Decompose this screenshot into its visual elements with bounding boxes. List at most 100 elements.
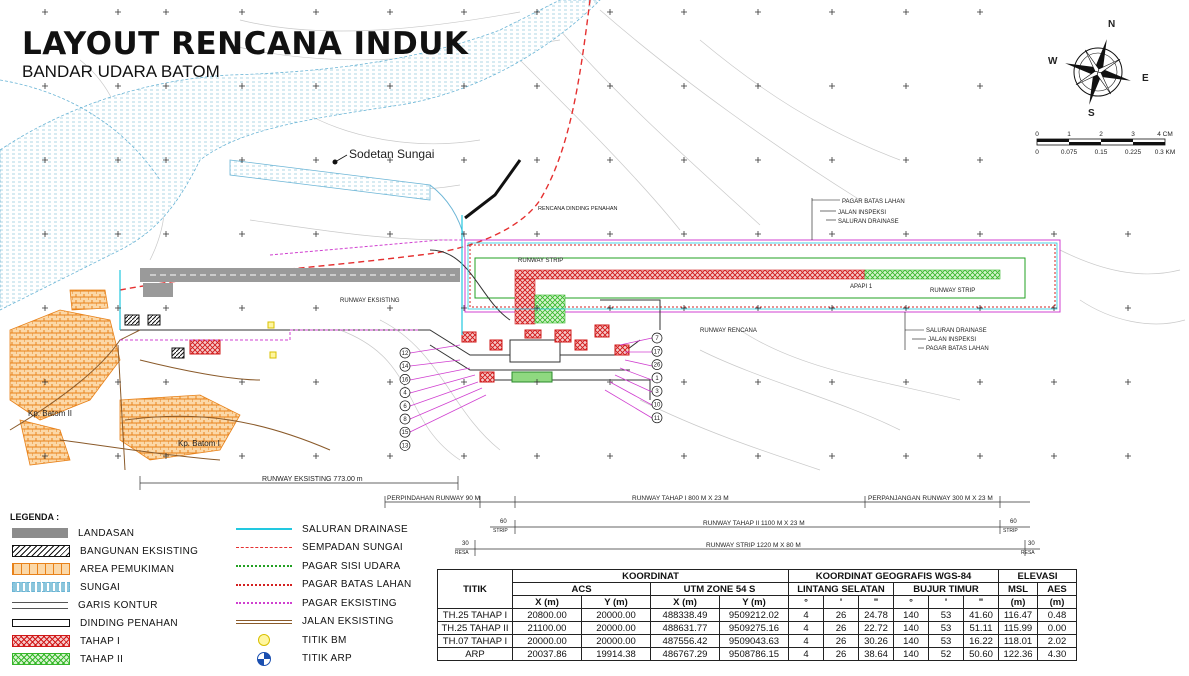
grid-cross bbox=[755, 379, 761, 385]
table-cell: 115.99 bbox=[998, 621, 1038, 635]
runway-stage-2 bbox=[864, 269, 1001, 280]
unit-cell: X (m) bbox=[650, 595, 720, 609]
table-cell: 30.26 bbox=[858, 634, 894, 648]
table-cell: 26 bbox=[823, 647, 859, 661]
grid-cross bbox=[115, 83, 121, 89]
grid-cross bbox=[829, 453, 835, 459]
legend-line-item: TITIK BM bbox=[236, 633, 347, 647]
callout-right-number: 17 bbox=[654, 349, 661, 355]
legend-item: BANGUNAN EKSISTING bbox=[12, 544, 198, 558]
grid-cross bbox=[977, 9, 983, 15]
callout-right-circle bbox=[651, 332, 663, 344]
scale-label: 0.3 KM bbox=[1155, 149, 1176, 156]
grid-cross bbox=[903, 305, 909, 311]
label-saluran-drainase-bot: SALURAN DRAINASE bbox=[926, 328, 987, 334]
grid-cross bbox=[115, 453, 121, 459]
th-aes: AES bbox=[1037, 582, 1077, 596]
th-bujur: BUJUR TIMUR bbox=[893, 582, 999, 596]
table-cell: 4 bbox=[788, 608, 824, 622]
dim-resa30-right-sub: RESA bbox=[1021, 550, 1035, 556]
callout-left-number: 6 bbox=[403, 404, 407, 410]
callout-right-circle bbox=[651, 385, 663, 397]
scale-bar bbox=[1036, 138, 1166, 146]
grid-cross bbox=[115, 379, 121, 385]
grid-cross bbox=[313, 9, 319, 15]
grid-cross bbox=[534, 305, 540, 311]
grid-cross bbox=[387, 379, 393, 385]
table-cell: 9509275.16 bbox=[719, 621, 789, 635]
legend-label: SUNGAI bbox=[80, 581, 121, 593]
table-cell: 26 bbox=[823, 621, 859, 635]
callout-left-number: 12 bbox=[402, 351, 409, 357]
dim-tahap2: RUNWAY TAHAP II 1100 M X 23 M bbox=[703, 520, 805, 527]
grid-cross bbox=[755, 9, 761, 15]
table-cell: 38.64 bbox=[858, 647, 894, 661]
grid-cross bbox=[313, 231, 319, 237]
grid-cross bbox=[461, 305, 467, 311]
table-cell: TH.25 TAHAP I bbox=[437, 608, 513, 622]
grid-cross bbox=[607, 305, 613, 311]
legend-label: TAHAP II bbox=[80, 653, 124, 665]
grid-cross bbox=[681, 379, 687, 385]
scale-label: 0.225 bbox=[1125, 149, 1142, 156]
grid-cross bbox=[42, 157, 48, 163]
legend-label: GARIS KONTUR bbox=[78, 599, 158, 611]
grid-cross bbox=[1125, 305, 1131, 311]
grid-cross bbox=[534, 157, 540, 163]
label-pagar-batas-bot: PAGAR BATAS LAHAN bbox=[926, 346, 989, 352]
table-cell: 50.60 bbox=[963, 647, 999, 661]
label-pagar-batas-top: PAGAR BATAS LAHAN bbox=[842, 199, 905, 205]
grid-cross bbox=[534, 231, 540, 237]
callout-right-number: 7 bbox=[655, 336, 659, 342]
table-cell: 4 bbox=[788, 621, 824, 635]
table-cell: 53 bbox=[928, 608, 964, 622]
runway-stage-1 bbox=[514, 269, 866, 280]
existing-buildings bbox=[124, 283, 277, 359]
dim-strip60-right: 60 bbox=[1010, 519, 1017, 525]
compass-e: E bbox=[1142, 73, 1149, 84]
legend-item: DINDING PENAHAN bbox=[12, 616, 178, 630]
grid-cross bbox=[977, 305, 983, 311]
unit-cell: ° bbox=[893, 595, 929, 609]
scale-label: 1 bbox=[1067, 131, 1071, 138]
grid-cross bbox=[239, 157, 245, 163]
table-cell: 20000.00 bbox=[581, 621, 651, 635]
grid-cross bbox=[681, 305, 687, 311]
retaining-wall bbox=[464, 159, 522, 220]
legend-item: TAHAP II bbox=[12, 652, 123, 666]
label-apron: APAPI 1 bbox=[850, 284, 873, 290]
table-cell: 20000.00 bbox=[581, 608, 651, 622]
th-titik: TITIK bbox=[437, 569, 513, 609]
legend-line-swatch bbox=[236, 565, 292, 567]
scale-label: 0 bbox=[1035, 149, 1039, 156]
callout-left-circle bbox=[399, 387, 411, 398]
dim-resa30-left-sub: RESA bbox=[455, 550, 469, 556]
grid-cross bbox=[829, 379, 835, 385]
grid-cross bbox=[313, 305, 319, 311]
scale-label: 0 bbox=[1035, 131, 1039, 138]
legend-label: BANGUNAN EKSISTING bbox=[80, 545, 199, 557]
grid-cross bbox=[1051, 305, 1057, 311]
grid-cross bbox=[115, 157, 121, 163]
grid-cross bbox=[163, 157, 169, 163]
grid-cross bbox=[163, 305, 169, 311]
legend-swatch bbox=[12, 528, 68, 538]
table-cell: 487556.42 bbox=[650, 634, 720, 648]
callout-right-circle bbox=[651, 412, 663, 424]
unit-cell: ' bbox=[928, 595, 964, 609]
grid-crosses bbox=[42, 9, 1131, 459]
callout-right-circle bbox=[651, 359, 663, 370]
grid-cross bbox=[387, 83, 393, 89]
callout-left-number: 8 bbox=[403, 417, 407, 423]
grid-cross bbox=[461, 231, 467, 237]
table-cell: 20000.00 bbox=[581, 634, 651, 648]
grid-cross bbox=[115, 305, 121, 311]
th-lintang: LINTANG SELATAN bbox=[788, 582, 894, 596]
table-cell: 0.00 bbox=[1037, 621, 1077, 635]
legend-item: SUNGAI bbox=[12, 580, 120, 594]
grid-cross bbox=[387, 453, 393, 459]
grid-cross bbox=[829, 305, 835, 311]
grid-cross bbox=[607, 157, 613, 163]
